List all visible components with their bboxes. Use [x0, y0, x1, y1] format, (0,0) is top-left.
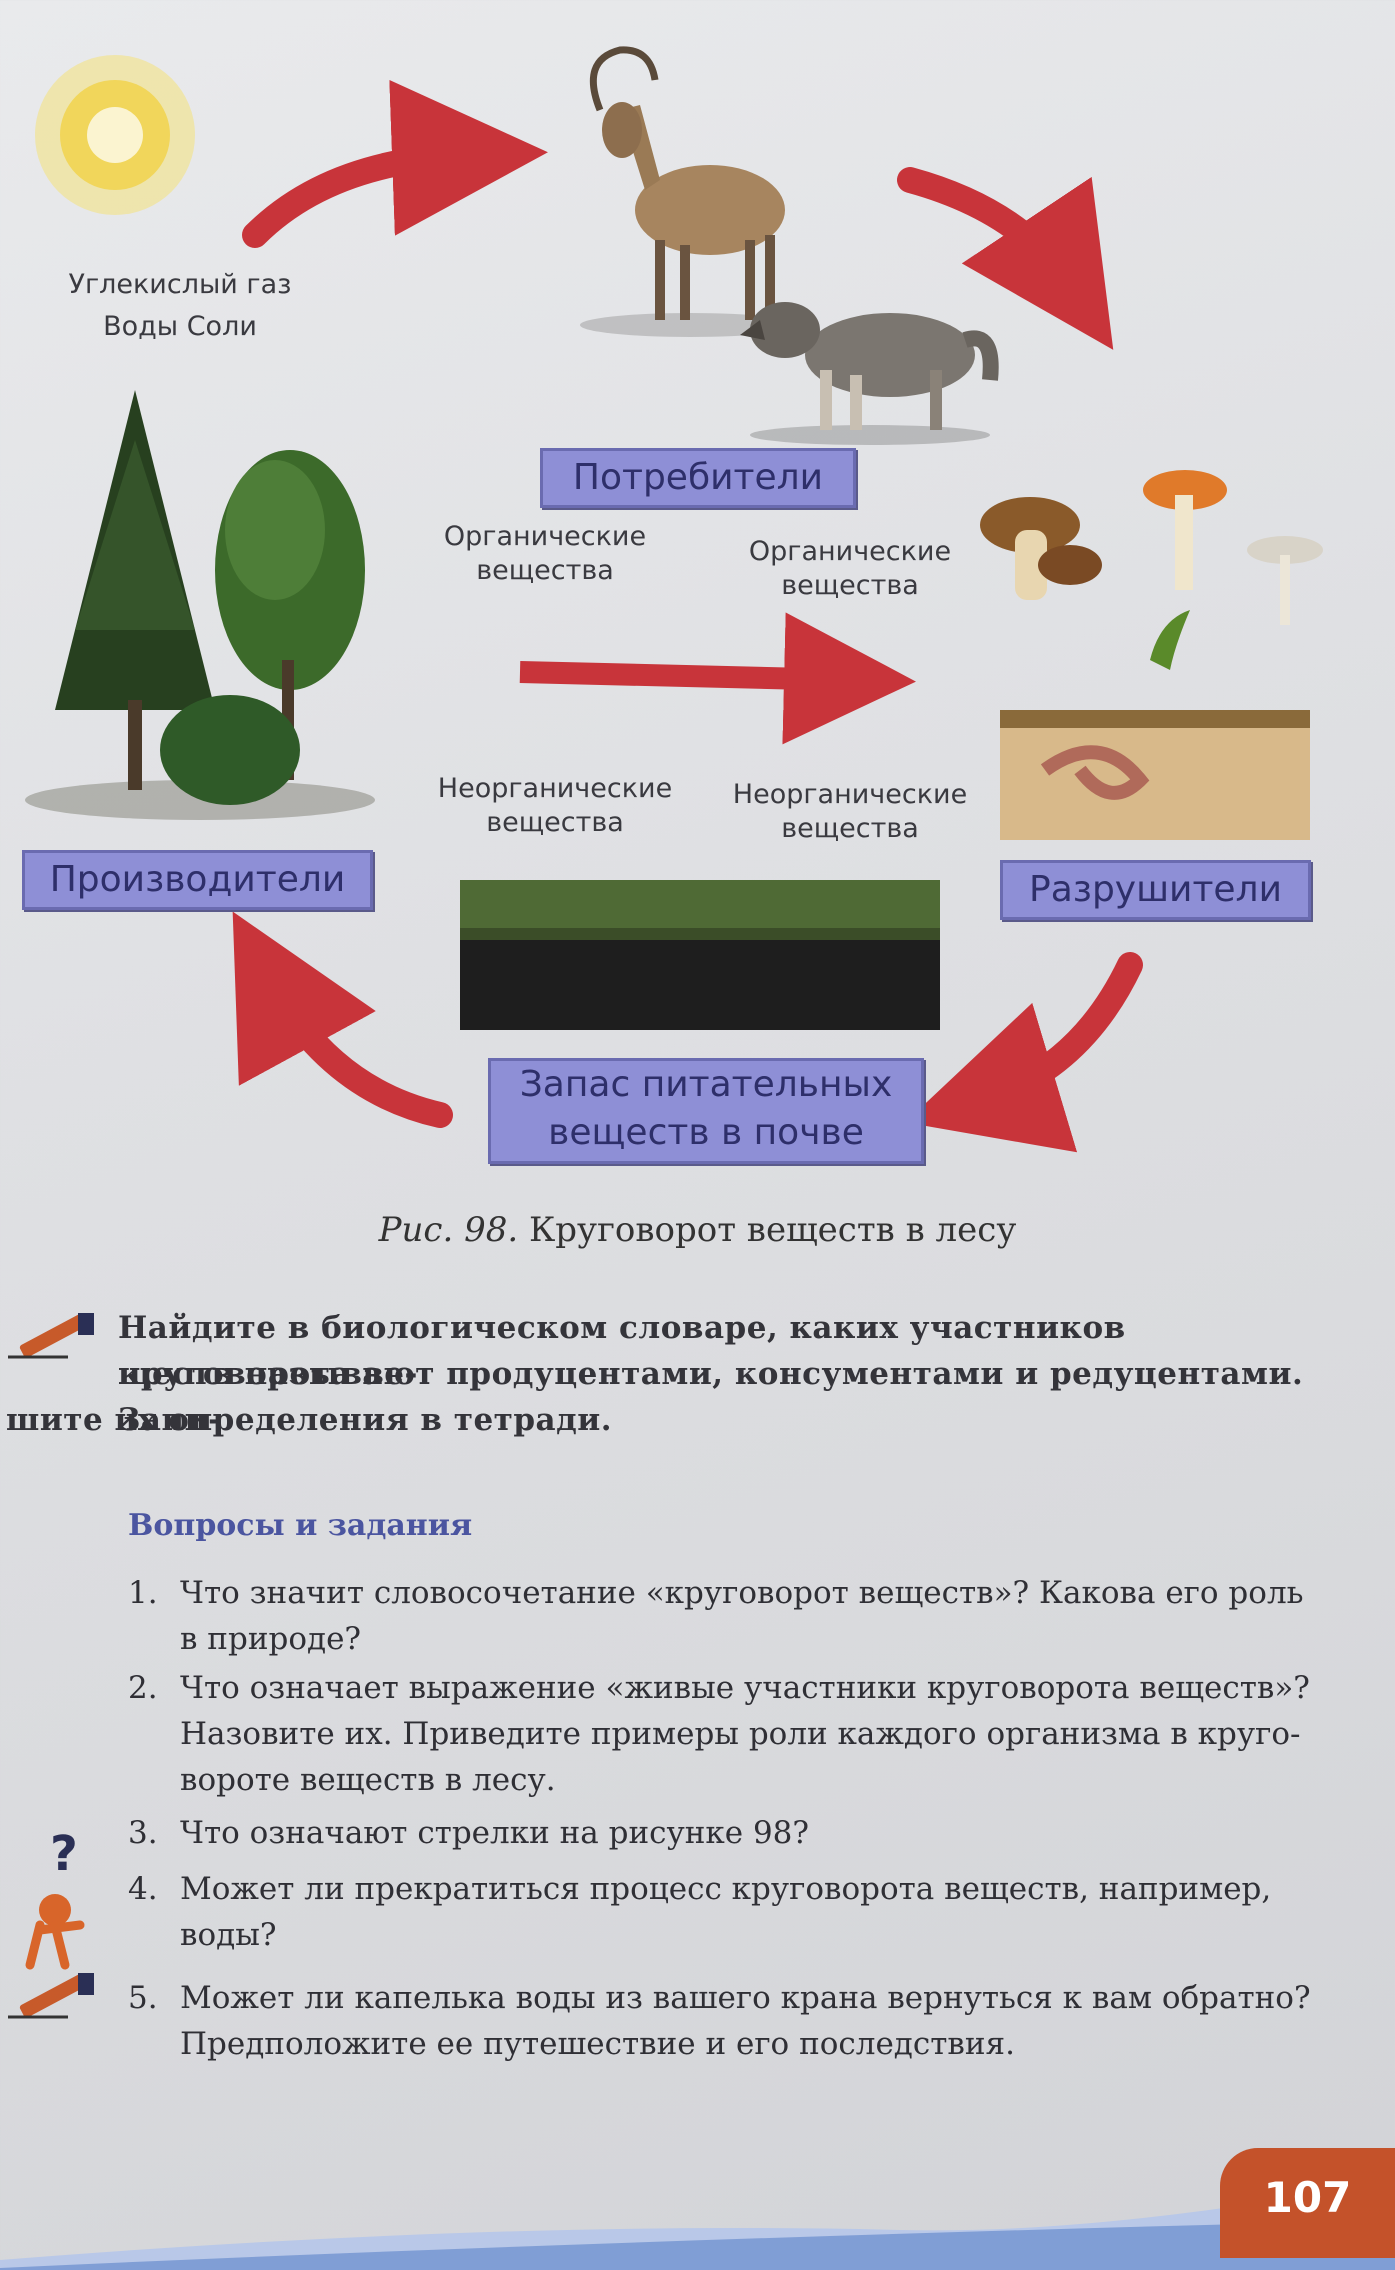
inorganic-right-label: Неорганические вещества [715, 778, 985, 846]
inorganic-left-line-2: вещества [486, 806, 624, 838]
question-line: в природе? [180, 1621, 362, 1657]
arrow-soil-to-producers [232, 911, 453, 1128]
task-line-2: ществ называют продуцентами, консументам… [118, 1356, 1304, 1438]
sources-line-2: Воды Соли [103, 310, 257, 342]
question-line: Что означает выражение «живые участники … [180, 1670, 1310, 1706]
question-line: Что значит словосочетание «круговорот ве… [180, 1575, 1304, 1611]
pencil-icon [8, 1313, 94, 1359]
decomposers-illustration [980, 470, 1323, 840]
arrow-decomposers-to-soil [905, 952, 1143, 1153]
arrow-organic-flow [519, 612, 916, 745]
question-number: 3. [128, 1815, 158, 1851]
question-line: Может ли капелька воды из вашего крана в… [180, 1980, 1311, 2016]
figure-caption-text: Круговорот веществ в лесу [518, 1210, 1017, 1250]
inorganic-right-line-2: вещества [781, 812, 919, 844]
sources-label: Углекислый газ Воды Соли [60, 268, 300, 344]
question-line: вороте веществ в лесу. [180, 1762, 556, 1798]
question-number: 4. [128, 1871, 158, 1907]
ibex-illustration [580, 46, 800, 337]
task-line-3: шите их определения в тетради. [6, 1402, 613, 1438]
svg-text:?: ? [50, 1826, 78, 1882]
figure-caption-number: Рис. 98. [378, 1210, 519, 1250]
page-footer-band [0, 2180, 1395, 2270]
arrow-consumers-to-decomposers [897, 167, 1114, 350]
organic-left-line-1: Органические [443, 521, 647, 552]
soil-reserve-label: Запас питательных веществ в почве [488, 1058, 924, 1164]
wolf-illustration [740, 302, 999, 445]
decomposers-text: Разрушители [1029, 869, 1282, 910]
question-line: Предположите ее путешествие и его послед… [180, 2026, 1015, 2062]
question-number: 2. [128, 1670, 158, 1706]
question-line: Назовите их. Приведите примеры роли кажд… [180, 1716, 1301, 1752]
cycle-arrows [232, 79, 1143, 1153]
question-number: 1. [128, 1575, 158, 1611]
question-line: воды? [180, 1917, 277, 1953]
soil-reserve-line-2: веществ в почве [548, 1112, 864, 1153]
organic-left-line-2: вещества [476, 554, 614, 586]
task-line-1: Найдите в биологическом словаре, каких у… [118, 1310, 1126, 1392]
page-number: 107 [1220, 2148, 1395, 2258]
decomposers-label: Разрушители [1000, 860, 1311, 920]
figure-caption: Рис. 98. Круговорот веществ в лесу [0, 1210, 1395, 1250]
question-line: Может ли прекратиться процесс круговорот… [180, 1871, 1272, 1907]
pencil-icon [8, 1973, 94, 2019]
soil-block-illustration [460, 880, 940, 1030]
trees-illustration [25, 390, 375, 820]
soil-reserve-line-1: Запас питательных [519, 1064, 893, 1105]
inorganic-left-label: Неорганические вещества [420, 772, 690, 840]
organic-left-label: Органические вещества [420, 520, 670, 588]
organic-right-line-2: вещества [781, 569, 919, 601]
organic-right-line-1: Органические [748, 536, 952, 567]
sun-icon [35, 55, 195, 215]
consumers-text: Потребители [572, 457, 824, 498]
questions-heading: Вопросы и задания [128, 1508, 473, 1543]
arrow-producers-to-consumers [242, 79, 548, 248]
question-line: Что означают стрелки на рисунке 98? [180, 1815, 810, 1851]
sources-line-1: Углекислый газ [68, 269, 292, 300]
consumers-label: Потребители [540, 448, 856, 508]
inorganic-right-line-1: Неорганические [732, 779, 968, 810]
producers-label: Производители [22, 850, 373, 910]
producers-text: Производители [49, 859, 346, 900]
inorganic-left-line-1: Неорганические [437, 773, 673, 804]
organic-right-label: Органические вещества [725, 535, 975, 603]
thinking-person-icon: ? [25, 1826, 85, 1970]
question-number: 5. [128, 1980, 158, 2016]
